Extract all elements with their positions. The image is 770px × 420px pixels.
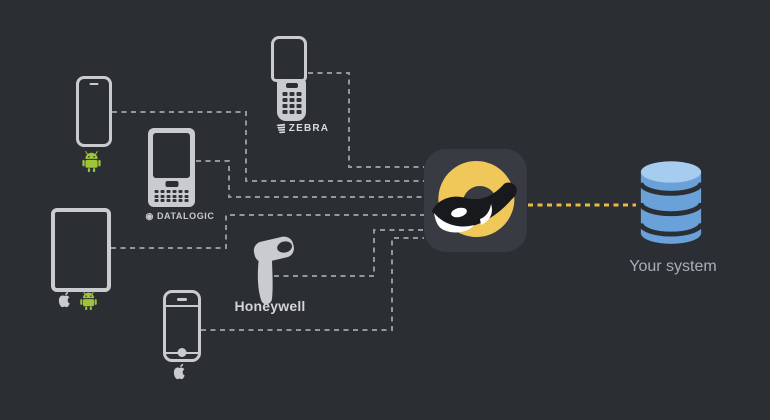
orca-scan-app-icon xyxy=(424,149,527,252)
datalogic-device xyxy=(148,128,195,207)
zebra-device-keypad xyxy=(277,79,306,121)
zebra-head-icon xyxy=(276,123,285,133)
apple-icon xyxy=(173,363,185,380)
orca-logo-icon xyxy=(432,160,517,237)
connector-iphone xyxy=(201,237,424,331)
zebra-device-screen xyxy=(271,36,307,82)
iphone-device xyxy=(163,290,201,362)
android-icon xyxy=(80,291,97,311)
honeywell-logo: Honeywell xyxy=(232,297,308,315)
zebra-label: ZEBRA xyxy=(288,122,330,134)
zebra-keypad-keys xyxy=(282,92,301,114)
datalogic-logo: ◉DATALOGIC xyxy=(136,209,224,223)
connector-datalogic xyxy=(196,160,424,198)
datalogic-keypad-keys xyxy=(154,190,189,203)
ipad-device xyxy=(51,208,111,292)
datalogic-mark-icon: ◉ xyxy=(145,210,154,221)
iphone-speaker xyxy=(177,298,187,301)
honeywell-scanner-device xyxy=(253,236,294,305)
your-system-label: Your system xyxy=(629,258,717,275)
android-phone-device xyxy=(76,76,112,147)
datalogic-screen xyxy=(153,133,190,178)
iphone-home-button xyxy=(177,347,187,357)
phone-speaker xyxy=(89,83,99,85)
database-icon xyxy=(638,161,704,244)
honeywell-label: Honeywell xyxy=(234,298,306,314)
datalogic-speaker-slot xyxy=(165,181,178,187)
datalogic-label: DATALOGIC xyxy=(156,211,215,221)
apple-icon xyxy=(58,291,70,308)
zebra-speaker-slot xyxy=(285,83,298,88)
zebra-logo: ZEBRA xyxy=(262,120,342,136)
android-icon xyxy=(82,151,101,173)
